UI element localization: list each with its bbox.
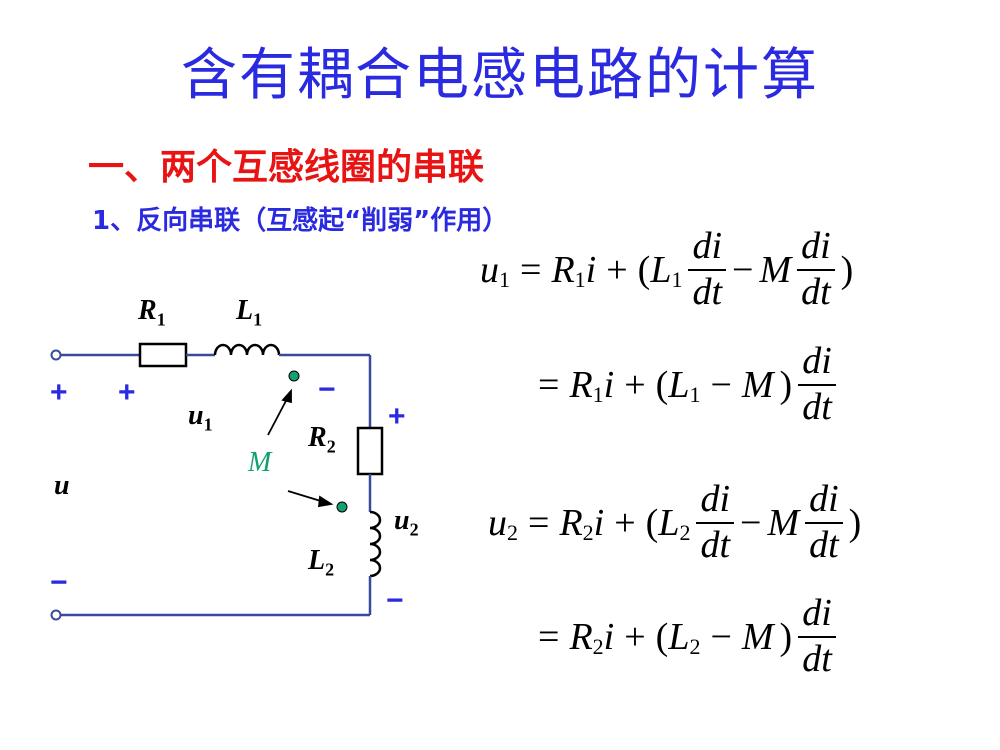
terminal-top <box>50 349 62 361</box>
terminal-bottom <box>50 609 62 621</box>
label-r2: R2 <box>308 422 336 457</box>
circuit-diagram <box>50 342 384 621</box>
sign-plus-source: + <box>50 376 68 409</box>
inductor-l2 <box>369 510 382 578</box>
section-heading: 一、两个互感线圈的串联 <box>88 147 485 188</box>
sign-minus-u2: − <box>386 584 404 617</box>
label-l2: L2 <box>308 545 335 580</box>
label-u2: u2 <box>394 505 419 540</box>
arrow-head-right <box>317 495 334 508</box>
label-l1: L1 <box>236 295 263 330</box>
sign-plus-u1: + <box>118 376 136 409</box>
arrow-head-up <box>281 388 292 404</box>
sign-minus-source: − <box>50 566 68 599</box>
resistor-r1 <box>138 342 188 368</box>
page-title: 含有耦合电感电路的计算 <box>181 43 819 108</box>
dot-marker-l1 <box>288 370 300 382</box>
label-u: u <box>54 470 70 501</box>
label-u1: u1 <box>188 400 213 435</box>
resistor-r2 <box>356 426 384 476</box>
label-r1: R1 <box>138 295 166 330</box>
label-mutual-m: M <box>248 447 272 478</box>
sign-plus-u2: + <box>388 400 406 433</box>
sign-minus-u1: − <box>318 373 336 406</box>
inductor-l1 <box>213 343 281 356</box>
dot-marker-l2 <box>336 501 348 513</box>
subsection-heading: 1、反向串联（互感起“削弱”作用） <box>92 206 509 236</box>
